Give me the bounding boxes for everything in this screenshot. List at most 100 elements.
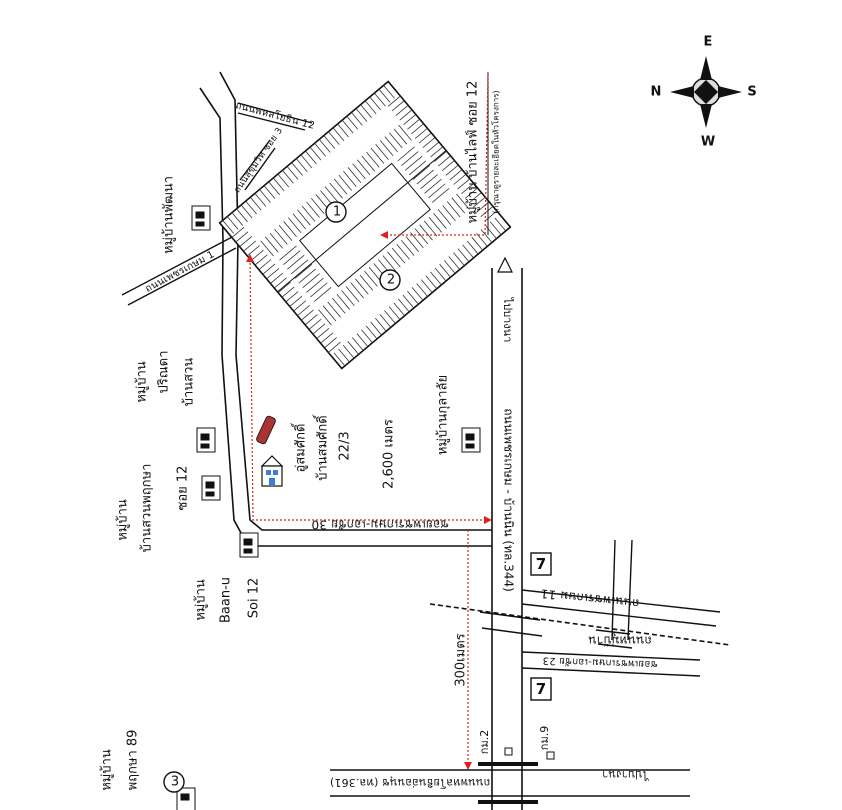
village-right-1: หมู่บ้าน บ้านไลฟ์ ซอย 12 <box>465 80 481 224</box>
road-label-main: ถนนเพชรเกษม - บ้านนิน (ทล.344) <box>501 408 516 592</box>
plot-line <box>236 208 248 223</box>
plot-line <box>347 341 359 355</box>
village-parinta-1: หมู่บ้าน <box>134 361 150 403</box>
plot-line <box>292 213 307 230</box>
plot-line <box>433 212 447 229</box>
plot-line <box>300 154 313 169</box>
village-kunalai: หมู่บ้านกุลาลัย <box>435 374 451 456</box>
plot-line <box>254 193 267 207</box>
village-pruksa-top-2: บ้านสวนพฤกษา <box>139 463 155 553</box>
plot-line <box>457 178 471 190</box>
plot-line <box>422 137 436 149</box>
compass-label-e: E <box>703 34 713 50</box>
plot-line <box>395 104 409 116</box>
plot-line <box>243 240 256 252</box>
plot-line <box>462 244 474 259</box>
plot-line <box>400 239 415 256</box>
plot-line <box>432 188 450 203</box>
plot-line <box>437 209 452 225</box>
compass-label-s: S <box>747 84 757 100</box>
plot-line <box>352 163 366 180</box>
plot-line <box>442 205 456 222</box>
plot-line <box>451 197 466 214</box>
plot-line <box>434 150 447 162</box>
plot-line <box>411 123 424 135</box>
plot-line <box>324 186 339 203</box>
plot-line <box>412 165 431 180</box>
plot-line <box>379 314 392 328</box>
seven-eleven-1 <box>530 552 552 576</box>
plot-line <box>472 196 486 208</box>
plot-line <box>316 328 330 339</box>
plot-line <box>420 174 438 190</box>
plot-line <box>480 229 493 243</box>
plot-line <box>424 178 442 194</box>
plot-line <box>294 264 313 279</box>
marker-3-circle <box>163 771 185 793</box>
plot-line <box>468 192 482 204</box>
plot-line <box>430 146 444 158</box>
plot-line <box>328 131 340 145</box>
route-arrow-1 <box>484 516 492 524</box>
plot-line <box>302 273 320 289</box>
marker-2: 2 <box>386 272 396 288</box>
road-label-soi30: ซอยเพชรเกษม-เอกชัย 30 <box>311 517 449 532</box>
plot-line <box>428 216 443 233</box>
plot-line <box>290 259 309 275</box>
plot-line <box>297 305 310 316</box>
route-arrow-3 <box>380 231 388 239</box>
route-line <box>249 71 492 770</box>
plot-line <box>403 114 417 126</box>
plot-line <box>426 141 440 153</box>
plot-line <box>332 297 346 314</box>
plot-line <box>270 272 283 284</box>
plot-line <box>418 132 432 144</box>
seven-eleven-label-1: 7 <box>535 555 547 573</box>
plot-line <box>320 332 334 344</box>
plot-line <box>235 231 249 243</box>
village-parinta-2: ปริณดา <box>156 350 172 394</box>
plot-line <box>419 224 433 241</box>
plot-line <box>328 341 341 353</box>
plot-line <box>352 337 364 351</box>
plot-line <box>387 95 401 107</box>
seven-eleven-label-2: 7 <box>535 680 547 698</box>
plot-line <box>350 282 364 299</box>
plot-line <box>384 310 396 324</box>
plot-line <box>378 88 391 103</box>
plot-line <box>277 282 291 293</box>
village-pruksa-top-1: หมู่บ้าน <box>115 499 131 541</box>
road-label-to-bangna: ไปบางนา <box>501 297 514 343</box>
plot-line <box>425 275 438 290</box>
plot-line <box>416 283 428 297</box>
plot-line <box>453 252 465 266</box>
plot-line <box>370 147 385 164</box>
road-label-highway: ถนนพหลโยธินอ่อนนุช (ทล.361) <box>329 776 491 789</box>
village-baan-u-1: หมู่บ้าน <box>193 579 209 621</box>
lower-right-streets <box>521 539 721 677</box>
plot-line <box>341 119 354 134</box>
plot-line <box>222 220 234 234</box>
village-pruksa89-1: หมู่บ้าน <box>99 749 115 791</box>
plot-line <box>383 85 395 99</box>
plot-line <box>388 306 401 320</box>
plot-line <box>355 108 368 122</box>
plot-line <box>375 144 389 160</box>
plot-line <box>449 169 463 181</box>
plot-line <box>250 196 262 211</box>
plot-line <box>489 221 502 236</box>
compass-label-w: W <box>700 134 716 150</box>
plot-line <box>338 348 350 363</box>
route-arrow-2 <box>464 762 472 770</box>
plot-line <box>309 146 322 161</box>
car-icon <box>256 415 276 445</box>
plot-line <box>332 127 345 142</box>
plot-line <box>327 301 341 318</box>
plot-line <box>274 228 288 245</box>
plot-line <box>245 200 257 215</box>
plot-line <box>260 240 274 257</box>
plot-line <box>407 118 420 130</box>
plot-line <box>285 291 299 303</box>
plot-line <box>345 286 360 303</box>
plot-line <box>461 183 474 194</box>
